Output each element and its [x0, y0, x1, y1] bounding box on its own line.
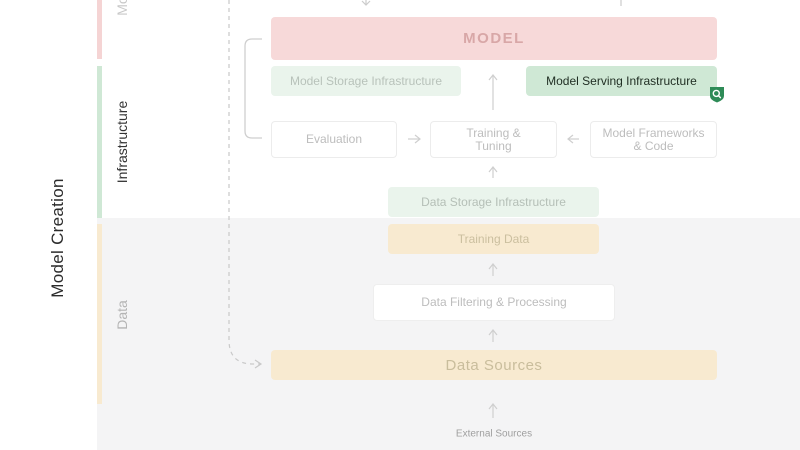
data-filtering-label: Data Filtering & Processing	[421, 295, 567, 309]
evaluation-node: Evaluation	[271, 121, 397, 158]
model-frameworks-line-1: Model Frameworks	[602, 125, 705, 140]
model-accent-bar	[97, 0, 102, 59]
training-data-node: Training Data	[388, 224, 599, 254]
arrow-external-to-sources-head	[488, 403, 498, 410]
model-serving-label: Model Serving Infrastructure	[546, 73, 697, 88]
evaluation-label: Evaluation	[305, 132, 363, 146]
feedback-bracket	[244, 38, 262, 139]
data-accent-bar	[97, 224, 102, 404]
training-data-label: Training Data	[457, 231, 530, 246]
external-sources-label: External Sources	[455, 428, 533, 440]
data-band	[97, 218, 800, 450]
training-tuning-node: Training & Tuning	[430, 121, 557, 158]
infrastructure-accent-bar	[97, 66, 102, 218]
search-shield-icon[interactable]	[709, 86, 725, 103]
training-tuning-line-1: Training &	[466, 125, 521, 140]
data-sources-node: Data Sources	[271, 350, 717, 380]
dashed-connector	[228, 0, 260, 365]
arrow-training-to-eval-head	[414, 134, 421, 144]
data-sources-label: Data Sources	[445, 356, 543, 374]
model-storage-label: Model Storage Infrastructure	[289, 73, 443, 88]
arrow-filtering-to-trainingdata-head	[488, 263, 498, 270]
model-node-label: MODEL	[463, 30, 525, 47]
arrow-frameworks-to-training-head	[567, 134, 574, 144]
model-storage-node: Model Storage Infrastructure	[271, 66, 461, 96]
data-filtering-node: Data Filtering & Processing	[373, 284, 615, 321]
model-frameworks-label: Model Frameworks & Code	[602, 125, 705, 153]
model-serving-node[interactable]: Model Serving Infrastructure	[526, 66, 717, 96]
arrow-sources-to-filtering-head	[488, 329, 498, 336]
model-frameworks-line-2: & Code	[633, 138, 674, 153]
dashed-connector-arrowhead	[254, 359, 263, 369]
model-frameworks-node: Model Frameworks & Code	[590, 121, 717, 158]
training-tuning-line-2: Tuning	[475, 138, 512, 153]
data-storage-node: Data Storage Infrastructure	[388, 187, 599, 217]
arrow-training-to-model-head	[488, 74, 498, 81]
model-node: MODEL	[271, 17, 717, 60]
training-tuning-label: Training & Tuning	[466, 125, 521, 153]
data-storage-label: Data Storage Infrastructure	[421, 194, 566, 209]
arrow-storage-to-training-head	[488, 166, 498, 173]
